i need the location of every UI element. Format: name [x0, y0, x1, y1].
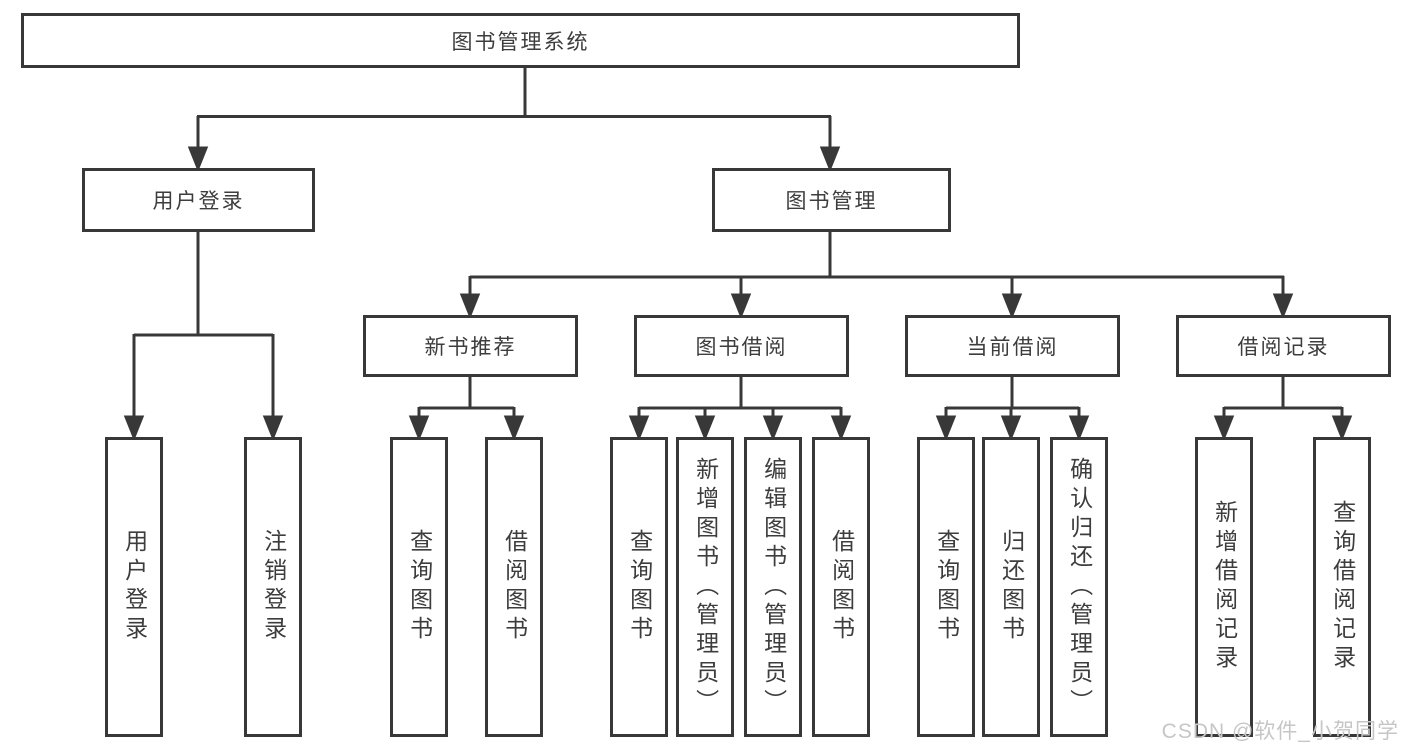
leaf-label: 借阅图书 [501, 529, 528, 645]
leaf-query-books: 查询图书 [390, 437, 448, 737]
csdn-watermark: CSDN @软件_小贺同学 [1161, 720, 1399, 743]
node-book-management: 图书管理 [712, 168, 951, 232]
leaf-label: 用户登录 [121, 529, 148, 645]
leaf-label: 查询图书 [933, 529, 960, 645]
leaf-label: 查询图书 [626, 529, 653, 645]
leaf-label: 注销登录 [260, 529, 287, 645]
node-book-borrow: 图书借阅 [634, 315, 849, 377]
leaf-label: 归还图书 [998, 529, 1025, 645]
leaf-label: 查询借阅记录 [1329, 500, 1356, 674]
leaf-label: 确认归还（管理员） [1066, 456, 1093, 718]
leaf-confirm-return-admin: 确认归还（管理员） [1050, 437, 1108, 737]
leaf-logout: 注销登录 [244, 437, 302, 737]
leaf-add-books-admin: 新增图书（管理员） [676, 437, 734, 737]
leaf-query-borrow-record: 查询借阅记录 [1313, 437, 1371, 737]
leaf-query-books: 查询图书 [610, 437, 668, 737]
node-current-borrow: 当前借阅 [905, 315, 1120, 377]
leaf-query-books: 查询图书 [917, 437, 975, 737]
leaf-add-borrow-record: 新增借阅记录 [1195, 437, 1253, 737]
leaf-label: 新增图书（管理员） [692, 456, 719, 718]
leaf-return-books: 归还图书 [982, 437, 1040, 737]
node-user-login: 用户登录 [82, 168, 315, 232]
leaf-borrow-books: 借阅图书 [485, 437, 543, 737]
leaf-edit-books-admin: 编辑图书（管理员） [744, 437, 802, 737]
node-root-system: 图书管理系统 [21, 13, 1020, 68]
leaf-label: 查询图书 [406, 529, 433, 645]
leaf-label: 编辑图书（管理员） [760, 456, 787, 718]
node-new-book-recommend: 新书推荐 [363, 315, 578, 377]
leaf-borrow-books: 借阅图书 [812, 437, 870, 737]
leaf-label: 新增借阅记录 [1211, 500, 1238, 674]
leaf-label: 借阅图书 [828, 529, 855, 645]
node-borrow-records: 借阅记录 [1176, 315, 1391, 377]
leaf-user-login: 用户登录 [105, 437, 163, 737]
